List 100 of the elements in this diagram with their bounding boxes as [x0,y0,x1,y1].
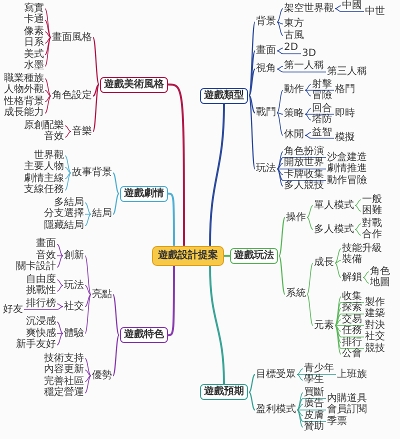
topic-label: 上班族 [337,370,367,380]
branch-line [304,132,312,136]
branch-line [84,285,92,296]
branch-line [64,172,72,191]
topic-label: 收集 [342,292,362,302]
topic-label: 玩法 [64,280,84,290]
main-topic-box: 遊戲類型 [200,88,248,104]
topic-label: 美式 [24,50,44,60]
branch-line [64,172,72,180]
topic-label: 競技 [365,344,385,354]
topic-label: 動作冒險 [327,176,367,186]
topic-label: 會員訂閱 [327,405,367,415]
topic-label: 裝備 [342,255,362,266]
topic-label: 東方 [284,19,304,29]
branch-line [334,8,364,12]
topic-label: 原創配樂 [24,120,64,131]
branch-line [304,134,334,139]
topic-label: 冒險 [312,91,332,101]
branch-line [276,8,284,22]
branch-line [44,90,52,96]
branch-line [64,166,72,174]
topic-label: 支線任務 [24,185,64,196]
main-topic-box: 遊戲特色 [120,327,168,344]
topic-label: 排行 [342,338,362,348]
branch-line [362,277,370,284]
topic-label: 系統 [286,289,306,300]
branch-line [304,90,334,91]
topic-label: 畫面 [256,46,276,56]
branch-line [306,294,314,326]
topic-label: 職業種族 [4,74,44,84]
branch-line [296,374,336,375]
topic-label: 玩法 [256,164,276,174]
topic-label: 爽快感 [26,328,56,338]
topic-label: 背景 [256,17,276,28]
topic-label: 季票 [327,416,347,426]
topic-label: 皮膚 [304,410,324,421]
topic-label: 元素 [314,320,334,330]
branch-line [296,410,304,416]
topic-label: 優勢 [92,370,112,381]
branch-line [44,37,52,44]
topic-label: 2D [284,43,298,53]
branch-line [354,205,362,212]
topic-label: 技術支持 [44,354,84,364]
branch-line [92,36,100,85]
topic-label: 動作 [284,85,304,96]
branch-line [112,193,120,215]
branch-line [334,325,364,338]
topic-label: 合作 [362,230,382,240]
branch-line [248,21,256,96]
topic-label: 音樂 [72,126,92,136]
topic-label: 寫實 [24,4,44,14]
branch-line [84,214,92,226]
branch-line [112,294,120,336]
topic-label: 休閒 [284,130,304,140]
branch-line [44,96,52,102]
branch-line [334,325,342,344]
topic-label: 社交 [64,302,84,312]
topic-label: 角色 [370,266,390,277]
topic-label: 多人競技 [284,181,324,192]
topic-label: 卡通 [24,15,44,26]
branch-line [44,96,52,114]
branch-line [44,37,52,56]
topic-label: 盈利模式 [256,405,296,415]
branch-line [334,325,364,349]
topic-label: 任務 [342,326,362,336]
topic-label: 回合 [312,104,332,114]
branch-line [296,392,304,410]
topic-label: 好友 [3,304,23,314]
branch-line [276,168,284,176]
branch-line [56,285,64,292]
topic-label: 益智 [312,128,332,138]
branch-line [168,266,175,336]
branch-line [92,84,100,132]
branch-line [276,22,284,36]
topic-label: 人物外觀 [4,85,44,96]
topic-label: 畫面 [36,239,56,250]
branch-line [334,319,342,326]
branch-line [296,410,304,428]
topic-label: 射擊 [312,80,332,90]
topic-label: 第三人稱 [327,67,367,77]
branch-line [334,325,342,332]
topic-label: 關卡設計 [16,262,56,272]
topic-label: 交易 [342,314,362,325]
topic-label: 目標受眾 [256,370,296,380]
branch-line [24,306,64,310]
branch-line [84,202,92,215]
branch-line [334,248,342,264]
branch-line [276,68,326,72]
topic-label: 自由度 [26,274,56,285]
branch-line [276,50,302,54]
branch-line [296,398,326,410]
branch-line [276,162,284,170]
topic-label: 亮點 [92,290,112,300]
topic-label: 建築 [365,309,385,319]
topic-label: 畫面風格 [52,32,92,42]
branch-line [248,95,256,114]
branch-line [56,255,64,268]
topic-label: 隱藏結局 [44,220,84,231]
topic-label: 社交 [365,332,385,342]
topic-label: 新手友好 [16,340,56,350]
